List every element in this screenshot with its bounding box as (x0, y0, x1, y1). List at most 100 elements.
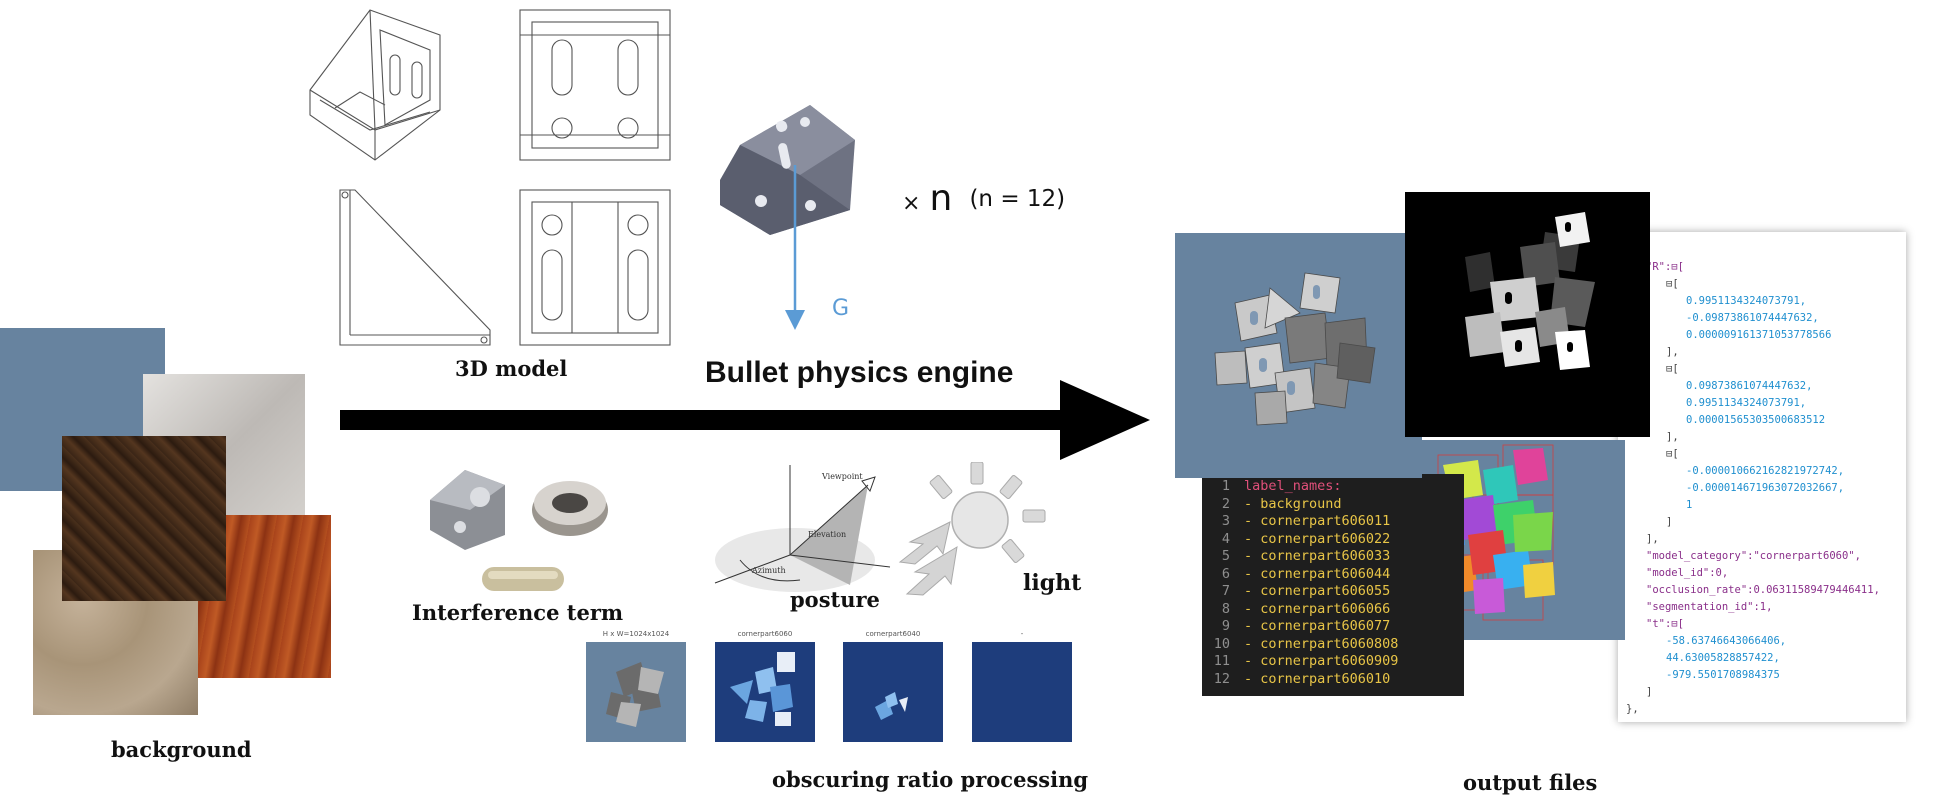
background-label: background (111, 737, 252, 762)
thumbnail-3 (843, 642, 943, 742)
yaml-line-text: - cornerpart606010 (1244, 670, 1391, 687)
model-label: 3D model (455, 356, 568, 381)
json-line: ⊟[ (1666, 278, 1679, 290)
yaml-line-number: 10 (1213, 635, 1230, 652)
json-panel: ["R":⊟[⊟[0.9951134324073791,-0.098738610… (1618, 232, 1906, 722)
json-line: 0.09873861074447632, (1686, 380, 1813, 392)
viewpoint-text: Viewpoint (821, 472, 863, 481)
yaml-line-text: - cornerpart606055 (1244, 583, 1391, 599)
interference-objects (430, 470, 608, 591)
yaml-line: 8 - cornerpart606066 (1202, 601, 1464, 621)
yaml-line-number: 1 (1221, 478, 1230, 494)
json-line: 1 (1686, 499, 1693, 511)
yaml-line: 4 - cornerpart606022 (1202, 531, 1464, 551)
json-line: ] (1646, 686, 1653, 698)
yaml-line-text: - cornerpart606033 (1244, 548, 1391, 564)
yaml-line: 1 label_names: (1202, 478, 1464, 498)
json-line: "occlusion_rate":0.06311589479446411, (1646, 584, 1880, 596)
thumbnail-1 (586, 642, 686, 742)
yaml-line-text: - cornerpart606011 (1244, 513, 1391, 529)
json-line: ], (1646, 533, 1659, 545)
yaml-line-text: - background (1244, 495, 1342, 512)
json-line: "segmentation_id":1, (1646, 601, 1773, 613)
json-line: -979.5501708984375 (1666, 669, 1780, 681)
azimuth-text: Azimuth (751, 566, 786, 575)
yaml-line-text: - cornerpart606077 (1244, 618, 1391, 634)
yaml-line-text: - cornerpart6060909 (1244, 653, 1399, 669)
model-isometric-view (309, 9, 441, 161)
json-line: 0.9951134324073791, (1686, 397, 1807, 409)
yaml-line-number: 5 (1221, 548, 1230, 564)
yaml-line: 12 - cornerpart606010 (1202, 671, 1464, 691)
json-line: "t":⊟[ (1646, 618, 1684, 630)
json-line: ⊟[ (1666, 448, 1679, 460)
yaml-lines: 1 label_names: 2 - background 3 - cornerpart6… (1202, 478, 1464, 694)
json-line: -0.09873861074447632, (1686, 312, 1819, 324)
posture-diagram: Viewpoint Elevation Azimuth (714, 465, 891, 592)
mask-render-panel (1405, 192, 1650, 437)
multiplier-value: (n = 12) (969, 186, 1066, 212)
elevation-text: Elevation (808, 530, 846, 539)
output-label: output files (1463, 770, 1598, 795)
model-front-view (519, 9, 671, 161)
json-line: -0.000014671963072032667, (1686, 482, 1845, 494)
background-tile-wood-dark (62, 436, 226, 601)
yaml-line-text: - cornerpart6060808 (1244, 635, 1399, 652)
yaml-line: 10 - cornerpart6060808 (1202, 636, 1464, 656)
json-line: "model_category":"cornerpart6060", (1646, 550, 1861, 562)
yaml-line-number: 4 (1221, 530, 1230, 547)
json-line: -0.000010662162821972742, (1686, 465, 1845, 477)
yaml-line: 6 - cornerpart606044 (1202, 566, 1464, 586)
yaml-line-number: 11 (1213, 653, 1230, 669)
light-label: light (1023, 570, 1082, 596)
yaml-line-text: label_names: (1244, 478, 1342, 494)
yaml-line-number: 8 (1221, 600, 1230, 617)
yaml-line-text: - cornerpart606022 (1244, 530, 1391, 547)
bracket-render (720, 105, 855, 235)
yaml-panel: 1 label_names: 2 - background 3 - cornerpart6… (1202, 474, 1464, 696)
gravity-label: G (832, 296, 850, 321)
json-line: -58.63746643066406, (1666, 635, 1787, 647)
thumbnail-caption-2: cornerpart6060 (737, 630, 793, 638)
multiplier: × n (n = 12) (902, 178, 1065, 219)
thumbnail-caption-3: cornerpart6040 (865, 630, 921, 638)
yaml-line-number: 2 (1221, 495, 1230, 512)
thumbnail-caption-1: H x W=1024x1024 (602, 630, 670, 638)
yaml-line: 9 - cornerpart606077 (1202, 618, 1464, 638)
json-line: 0.000009161371053778566 (1686, 329, 1832, 341)
multiplier-n: n (929, 178, 953, 219)
json-line: "R":⊟[ (1646, 261, 1684, 273)
interference-label: Interference term (412, 600, 624, 625)
yaml-line: 5 - cornerpart606033 (1202, 548, 1464, 568)
yaml-line-number: 12 (1213, 670, 1230, 687)
yaml-line-number: 3 (1221, 513, 1230, 529)
gravity-arrow (785, 165, 805, 330)
model-line-drawings (309, 9, 671, 346)
multiplier-symbol: × (902, 191, 921, 216)
yaml-line: 11 - cornerpart6060909 (1202, 653, 1464, 673)
yaml-line-number: 6 (1221, 565, 1230, 582)
thumbnail-2 (715, 642, 815, 742)
obscuring-label: obscuring ratio processing (772, 767, 1089, 792)
json-lines: ["R":⊟[⊟[0.9951134324073791,-0.098738610… (1618, 244, 1906, 715)
yaml-line-number: 9 (1221, 618, 1230, 634)
model-top-view (519, 189, 671, 346)
yaml-line-text: - cornerpart606044 (1244, 565, 1391, 582)
json-line: ], (1666, 346, 1679, 358)
json-line: 44.63005828857422, (1666, 652, 1780, 664)
json-line: 0.00001565303500683512 (1686, 414, 1826, 426)
json-line: 0.9951134324073791, (1686, 295, 1807, 307)
posture-label: posture (790, 587, 880, 612)
light-icon (898, 462, 1046, 596)
yaml-line: 7- cornerpart606055 (1202, 583, 1464, 603)
scene-render-panel (1175, 233, 1422, 478)
thumbnail-4 (972, 642, 1072, 742)
main-arrow (340, 380, 1150, 460)
model-side-view (339, 189, 491, 346)
engine-label: Bullet physics engine (705, 356, 1014, 389)
json-line: ⊟[ (1666, 363, 1679, 375)
yaml-line: 2 - background (1202, 496, 1464, 516)
yaml-line: 3 - cornerpart606011 (1202, 513, 1464, 533)
thumbnail-caption-4: - (1020, 630, 1024, 638)
yaml-line-text: - cornerpart606066 (1244, 600, 1391, 617)
